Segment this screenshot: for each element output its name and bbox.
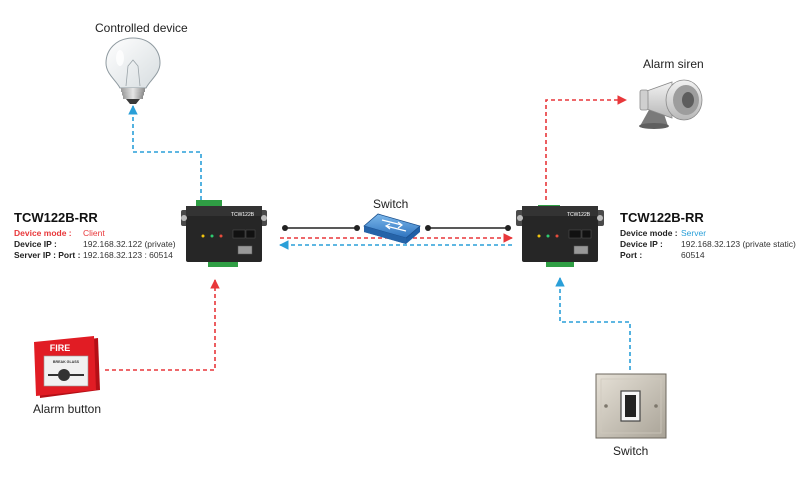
siren-control-line [545, 95, 627, 200]
client-device-model: TCW122B [231, 212, 255, 218]
network-switch-label: Switch [373, 197, 409, 211]
server-port-value: 60514 [681, 250, 705, 260]
client-mode-key: Device mode : [14, 228, 72, 238]
client-server-value: 192.168.32.123 : 60514 [83, 250, 173, 260]
light-bulb-icon [105, 37, 161, 104]
client-info: Device mode : Client Device IP : 192.168… [14, 228, 176, 261]
client-server-key: Server IP : Port : [14, 250, 81, 260]
bulb-control-line [128, 105, 202, 200]
fire-label: FIRE [50, 343, 71, 353]
server-info: Device mode : Server Device IP : 192.168… [620, 228, 796, 261]
server-ip-value: 192.168.32.123 (private static) [681, 239, 796, 249]
client-ip-key: Device IP : [14, 239, 57, 249]
alarm-siren-label: Alarm siren [643, 57, 704, 71]
client-mode-row: Device mode : Client [14, 228, 176, 239]
fire-alarm-button-icon: FIRE BREAK GLASS [34, 336, 100, 398]
client-ip-row: Device IP : 192.168.32.122 (private) [14, 239, 176, 250]
alarm-button-label: Alarm button [33, 402, 102, 416]
network-switch-icon [363, 213, 421, 244]
server-ip-key: Device IP : [620, 239, 663, 249]
client-server-row: Server IP : Port : 192.168.32.123 : 6051… [14, 250, 176, 261]
client-device-icon: TCW122B [181, 200, 267, 267]
network-cable-right [425, 225, 511, 231]
controlled-device-label: Controlled device [95, 21, 188, 35]
server-title: TCW122B-RR [620, 210, 704, 225]
wall-switch-line [555, 277, 631, 370]
wall-switch-icon [595, 373, 667, 439]
alarm-siren-icon [639, 79, 703, 129]
alarm-button-line [105, 279, 220, 371]
client-title: TCW122B-RR [14, 210, 98, 225]
server-mode-row: Device mode : Server [620, 228, 796, 239]
wall-switch-label: Switch [613, 444, 649, 458]
break-glass-label: BREAK GLASS [53, 360, 80, 364]
server-ip-row: Device IP : 192.168.32.123 (private stat… [620, 239, 796, 250]
server-device-model: TCW122B [567, 212, 591, 218]
server-port-row: Port : 60514 [620, 250, 796, 261]
server-mode-value: Server [681, 228, 707, 238]
client-mode-value: Client [83, 228, 105, 238]
server-device-icon: TCW122B [516, 205, 604, 267]
network-cable-left [282, 225, 360, 231]
client-ip-value: 192.168.32.122 (private) [83, 239, 176, 249]
server-port-key: Port : [620, 250, 643, 260]
server-mode-key: Device mode : [620, 228, 678, 238]
